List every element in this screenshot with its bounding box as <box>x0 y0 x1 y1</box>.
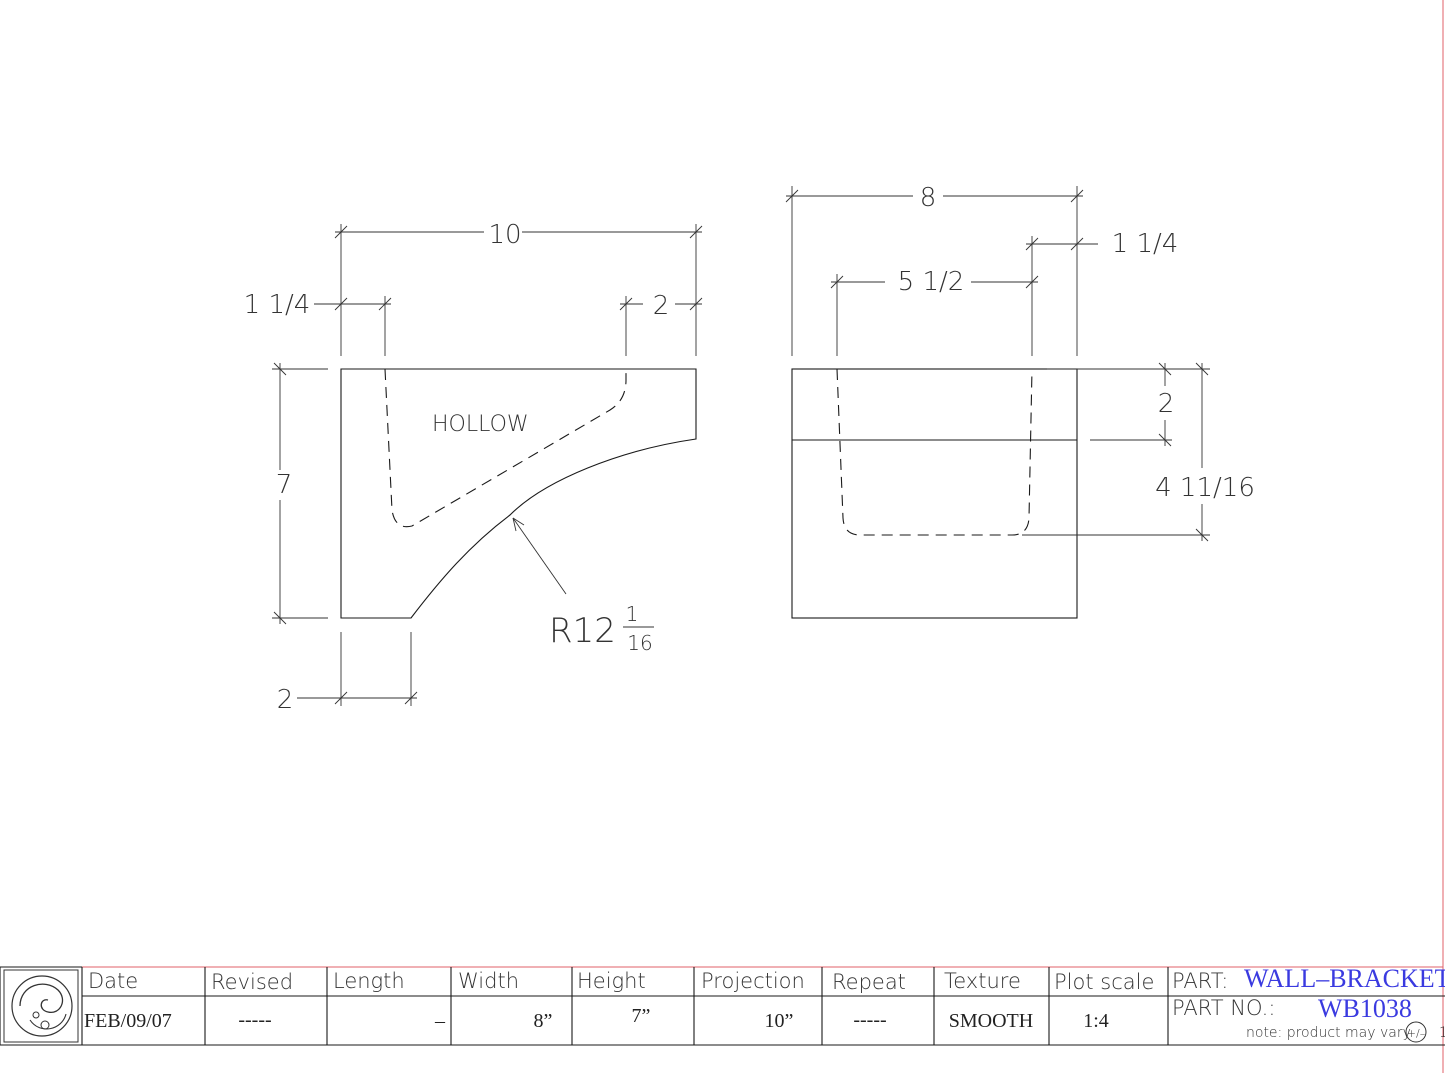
header-plot-scale: Plot scale <box>1054 970 1154 994</box>
dim-front-wall: 1 1/4 <box>1112 229 1179 259</box>
tick <box>1195 362 1209 376</box>
note-tail: 1 <box>1439 1025 1445 1041</box>
dim-right-wall: 2 <box>653 291 670 321</box>
tick <box>785 189 799 203</box>
value-revised: ----- <box>238 1009 271 1031</box>
header-texture: Texture <box>944 969 1021 993</box>
tick <box>1158 362 1172 376</box>
tick <box>1025 237 1039 251</box>
header-length: Length <box>333 969 405 993</box>
radius-fraction-den: 16 <box>627 631 652 655</box>
header-height: Height <box>577 969 646 993</box>
radius-leader <box>512 517 567 595</box>
radius-fraction-num: 1 <box>626 602 639 626</box>
part-value: WALL–BRACKET <box>1244 964 1445 993</box>
part-note: note: product may vary <box>1246 1025 1411 1041</box>
dim-left-wall: 1 1/4 <box>244 290 311 320</box>
tick <box>334 691 348 705</box>
header-date: Date <box>88 969 138 993</box>
front-view: 8 1 1/4 5 1/2 2 4 11/16 <box>785 183 1255 619</box>
company-logo <box>3 969 79 1043</box>
dim-width-8: 8 <box>920 183 937 213</box>
tick <box>334 297 348 311</box>
hollow-outline <box>384 368 627 528</box>
header-projection: Projection <box>701 969 805 993</box>
tick <box>830 275 844 289</box>
tick <box>1158 433 1172 447</box>
part-no-label: PART NO.: <box>1172 996 1275 1020</box>
value-date: FEB/09/07 <box>84 1010 172 1032</box>
tick <box>1195 528 1209 542</box>
part-label: PART: <box>1172 969 1228 993</box>
tick <box>404 691 418 705</box>
radius-label: R12 <box>549 611 616 651</box>
side-view-outline <box>340 368 697 619</box>
tick <box>1025 275 1039 289</box>
part-no-value: WB1038 <box>1318 994 1412 1023</box>
value-texture: SMOOTH <box>949 1010 1033 1032</box>
tick <box>619 297 633 311</box>
side-view: HOLLOW R12 1 16 10 1 1/4 2 <box>244 220 703 715</box>
front-hollow-outline <box>836 368 1033 536</box>
tick <box>334 225 348 239</box>
tick <box>689 225 703 239</box>
tick <box>689 297 703 311</box>
header-revised: Revised <box>211 970 293 994</box>
value-projection: 10” <box>765 1010 794 1032</box>
tick <box>273 611 287 625</box>
dim-bottom-2: 2 <box>277 685 294 715</box>
front-view-outline <box>791 368 1078 619</box>
value-repeat: ----- <box>853 1009 886 1031</box>
dim-top-band: 2 <box>1158 389 1175 419</box>
radius-arrow <box>512 517 525 532</box>
tick <box>1070 237 1084 251</box>
tick <box>1070 189 1084 203</box>
value-width: 8” <box>534 1010 553 1032</box>
header-width: Width <box>458 969 519 993</box>
tick <box>273 362 287 376</box>
dim-height-7: 7 <box>276 470 293 500</box>
value-plot-scale: 1:4 <box>1083 1010 1109 1032</box>
title-block: Date Revised Length Width Height Project… <box>0 964 1445 1046</box>
tolerance-symbol: +/– <box>1407 1027 1425 1040</box>
dim-width-10: 10 <box>488 220 521 250</box>
hollow-label: HOLLOW <box>432 412 529 437</box>
value-height: 7” <box>632 1005 651 1027</box>
dim-inner-width: 5 1/2 <box>898 267 965 297</box>
header-repeat: Repeat <box>832 970 906 994</box>
value-length: – <box>434 1010 446 1032</box>
tick <box>378 297 392 311</box>
dim-hollow-depth: 4 11/16 <box>1155 473 1255 503</box>
tolerance-circle <box>1405 1021 1427 1043</box>
